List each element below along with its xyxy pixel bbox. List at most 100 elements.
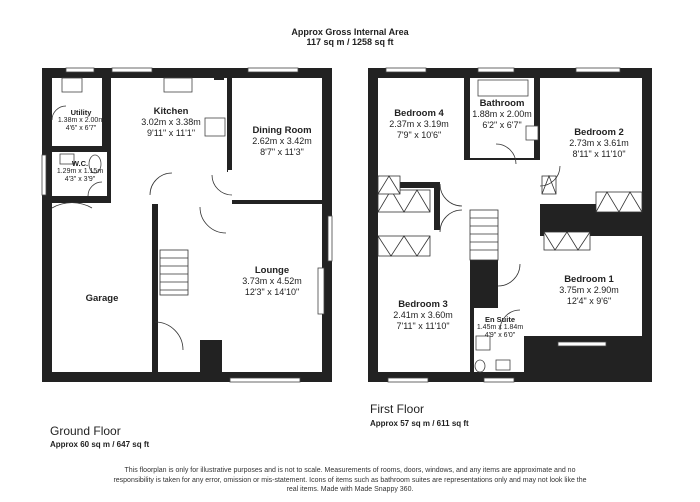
bath-tub <box>477 79 529 97</box>
bathroom-name: Bathroom <box>479 98 525 109</box>
area-total: 117 sq m / 1258 sq ft <box>306 37 394 47</box>
ground-floor-plan <box>41 67 333 383</box>
utility-window <box>65 67 95 73</box>
ensuite-toilet <box>474 359 486 373</box>
dining-door-swing <box>211 174 233 196</box>
bedroom1-imperial: 12'4" x 9'6" <box>566 296 612 306</box>
bedroom1-door-swing <box>497 263 521 287</box>
dining-name: Dining Room <box>252 125 312 136</box>
ensuite-imperial: 4'9" x 6'0" <box>484 332 516 339</box>
wc-label: W.C. 1.29m x 1.15m 4'3" x 3'9" <box>50 160 110 184</box>
ensuite-basin <box>495 359 511 371</box>
lounge-metric: 3.73m x 4.52m <box>242 276 302 286</box>
kitchen-metric: 3.02m x 3.38m <box>141 117 201 127</box>
bedroom4-imperial: 7'9" x 10'6" <box>396 130 442 140</box>
bathroom-window <box>477 67 515 73</box>
dining-window <box>247 67 299 73</box>
wc-imperial: 4'3" x 3'9" <box>64 176 96 183</box>
bedroom1-metric: 3.75m x 2.90m <box>559 285 619 295</box>
wc-basin <box>59 153 75 165</box>
dining-lower <box>228 170 322 200</box>
wc-door-swing <box>87 181 103 197</box>
wc-toilet <box>88 154 102 174</box>
ensuite-door-swing <box>499 309 521 331</box>
airing-cupboard <box>500 164 542 194</box>
utility-label: Utility 1.38m x 2.00m 4'6" x 6'7" <box>50 109 112 133</box>
lounge-fireplace <box>317 267 325 315</box>
garage-name: Garage <box>85 293 119 304</box>
lounge-imperial: 12'3" x 14'10" <box>244 287 300 297</box>
kitchen-imperial: 9'11" x 11'1" <box>146 128 196 138</box>
bedroom3-window <box>387 377 429 383</box>
stair-cupboard <box>200 340 222 372</box>
wc-metric: 1.29m x 1.15m <box>56 168 104 175</box>
ground-floor-title: Ground Floor <box>50 424 121 438</box>
bedroom1-window <box>557 341 607 347</box>
kitchen-label: Kitchen 3.02m x 3.38m 9'11" x 11'1" <box>131 106 211 139</box>
ground-floor-area: Approx 60 sq m / 647 sq ft <box>50 440 150 449</box>
bathroom-imperial: 6'2" x 6'7" <box>482 120 522 130</box>
lounge-label: Lounge 3.73m x 4.52m 12'3" x 14'10" <box>232 265 312 298</box>
dining-metric: 2.62m x 3.42m <box>252 136 312 146</box>
dining-label: Dining Room 2.62m x 3.42m 8'7" x 11'3" <box>242 125 322 158</box>
area-title: Approx Gross Internal Area <box>291 27 409 37</box>
kitchen-sink <box>163 77 193 93</box>
bedroom2-label: Bedroom 2 2.73m x 3.61m 8'11" x 11'10" <box>556 127 642 160</box>
lounge-door-swing <box>199 206 227 234</box>
bedroom4-door-swing <box>439 183 463 207</box>
utility-door-swing <box>51 105 67 121</box>
disclaimer-text: This floorplan is only for illustrative … <box>113 467 587 493</box>
hall-join <box>158 198 232 206</box>
bedroom4-label: Bedroom 4 2.37m x 3.19m 7'9" x 10'6" <box>378 108 460 141</box>
kitchen-hob <box>204 117 226 137</box>
first-stairs <box>469 209 499 261</box>
first-floor-area: Approx 57 sq m / 611 sq ft <box>370 419 469 428</box>
bedroom2-imperial: 8'11" x 11'10" <box>572 149 626 159</box>
ensuite-label: En Suite 1.45m x 1.84m 4'9" x 6'0" <box>474 316 526 340</box>
bedroom4-window <box>385 67 427 73</box>
garage-door-swing <box>51 202 93 209</box>
dining-imperial: 8'7" x 11'3" <box>260 147 304 157</box>
first-floor-title: First Floor <box>370 402 424 416</box>
utility-imperial: 4'6" x 6'7" <box>65 125 97 132</box>
kitchen-column <box>214 70 224 80</box>
bathroom-basin <box>525 125 539 141</box>
utility-name: Utility <box>70 108 92 117</box>
ensuite-metric: 1.45m x 1.84m <box>476 324 524 331</box>
lounge-window <box>229 377 301 383</box>
bedroom2-name: Bedroom 2 <box>574 127 624 138</box>
bedroom3-door-swing <box>439 209 463 233</box>
garage-label: Garage <box>62 293 142 304</box>
utility-metric: 1.38m x 2.00m <box>57 117 105 124</box>
bedroom3-name: Bedroom 3 <box>398 299 448 310</box>
bedroom2-door-swing <box>539 165 561 187</box>
bathroom-metric: 1.88m x 2.00m <box>472 109 532 119</box>
bedroom1-name: Bedroom 1 <box>564 274 614 285</box>
bedroom3-imperial: 7'11" x 11'10" <box>396 321 450 331</box>
first-floor-plan <box>368 67 652 383</box>
bedroom4-name: Bedroom 4 <box>394 108 444 119</box>
wardrobes <box>377 174 643 257</box>
bedroom2-window <box>575 67 621 73</box>
kitchen-window <box>111 67 153 73</box>
lounge-name: Lounge <box>254 265 290 276</box>
bathroom-label: Bathroom 1.88m x 2.00m 6'2" x 6'7" <box>464 98 540 131</box>
bedroom3-label: Bedroom 3 2.41m x 3.60m 7'11" x 11'10" <box>380 299 466 332</box>
bathroom-door-swing <box>495 143 517 165</box>
bedroom3-metric: 2.41m x 3.60m <box>393 310 453 320</box>
kitchen-door-swing <box>149 172 173 196</box>
bedroom4-metric: 2.37m x 3.19m <box>389 119 449 129</box>
ground-stairs <box>159 249 189 296</box>
garage-room <box>52 203 152 372</box>
utility-sink <box>61 77 83 93</box>
wc-window <box>41 154 47 196</box>
front-door-swing <box>154 321 184 351</box>
bedroom1-label: Bedroom 1 3.75m x 2.90m 12'4" x 9'6" <box>544 274 634 307</box>
lounge-side-window <box>327 215 333 262</box>
ensuite-shower <box>475 335 491 351</box>
bedroom2-room <box>540 78 642 204</box>
kitchen-name: Kitchen <box>153 106 189 117</box>
ensuite-window <box>483 377 515 383</box>
bedroom2-metric: 2.73m x 3.61m <box>569 138 629 148</box>
